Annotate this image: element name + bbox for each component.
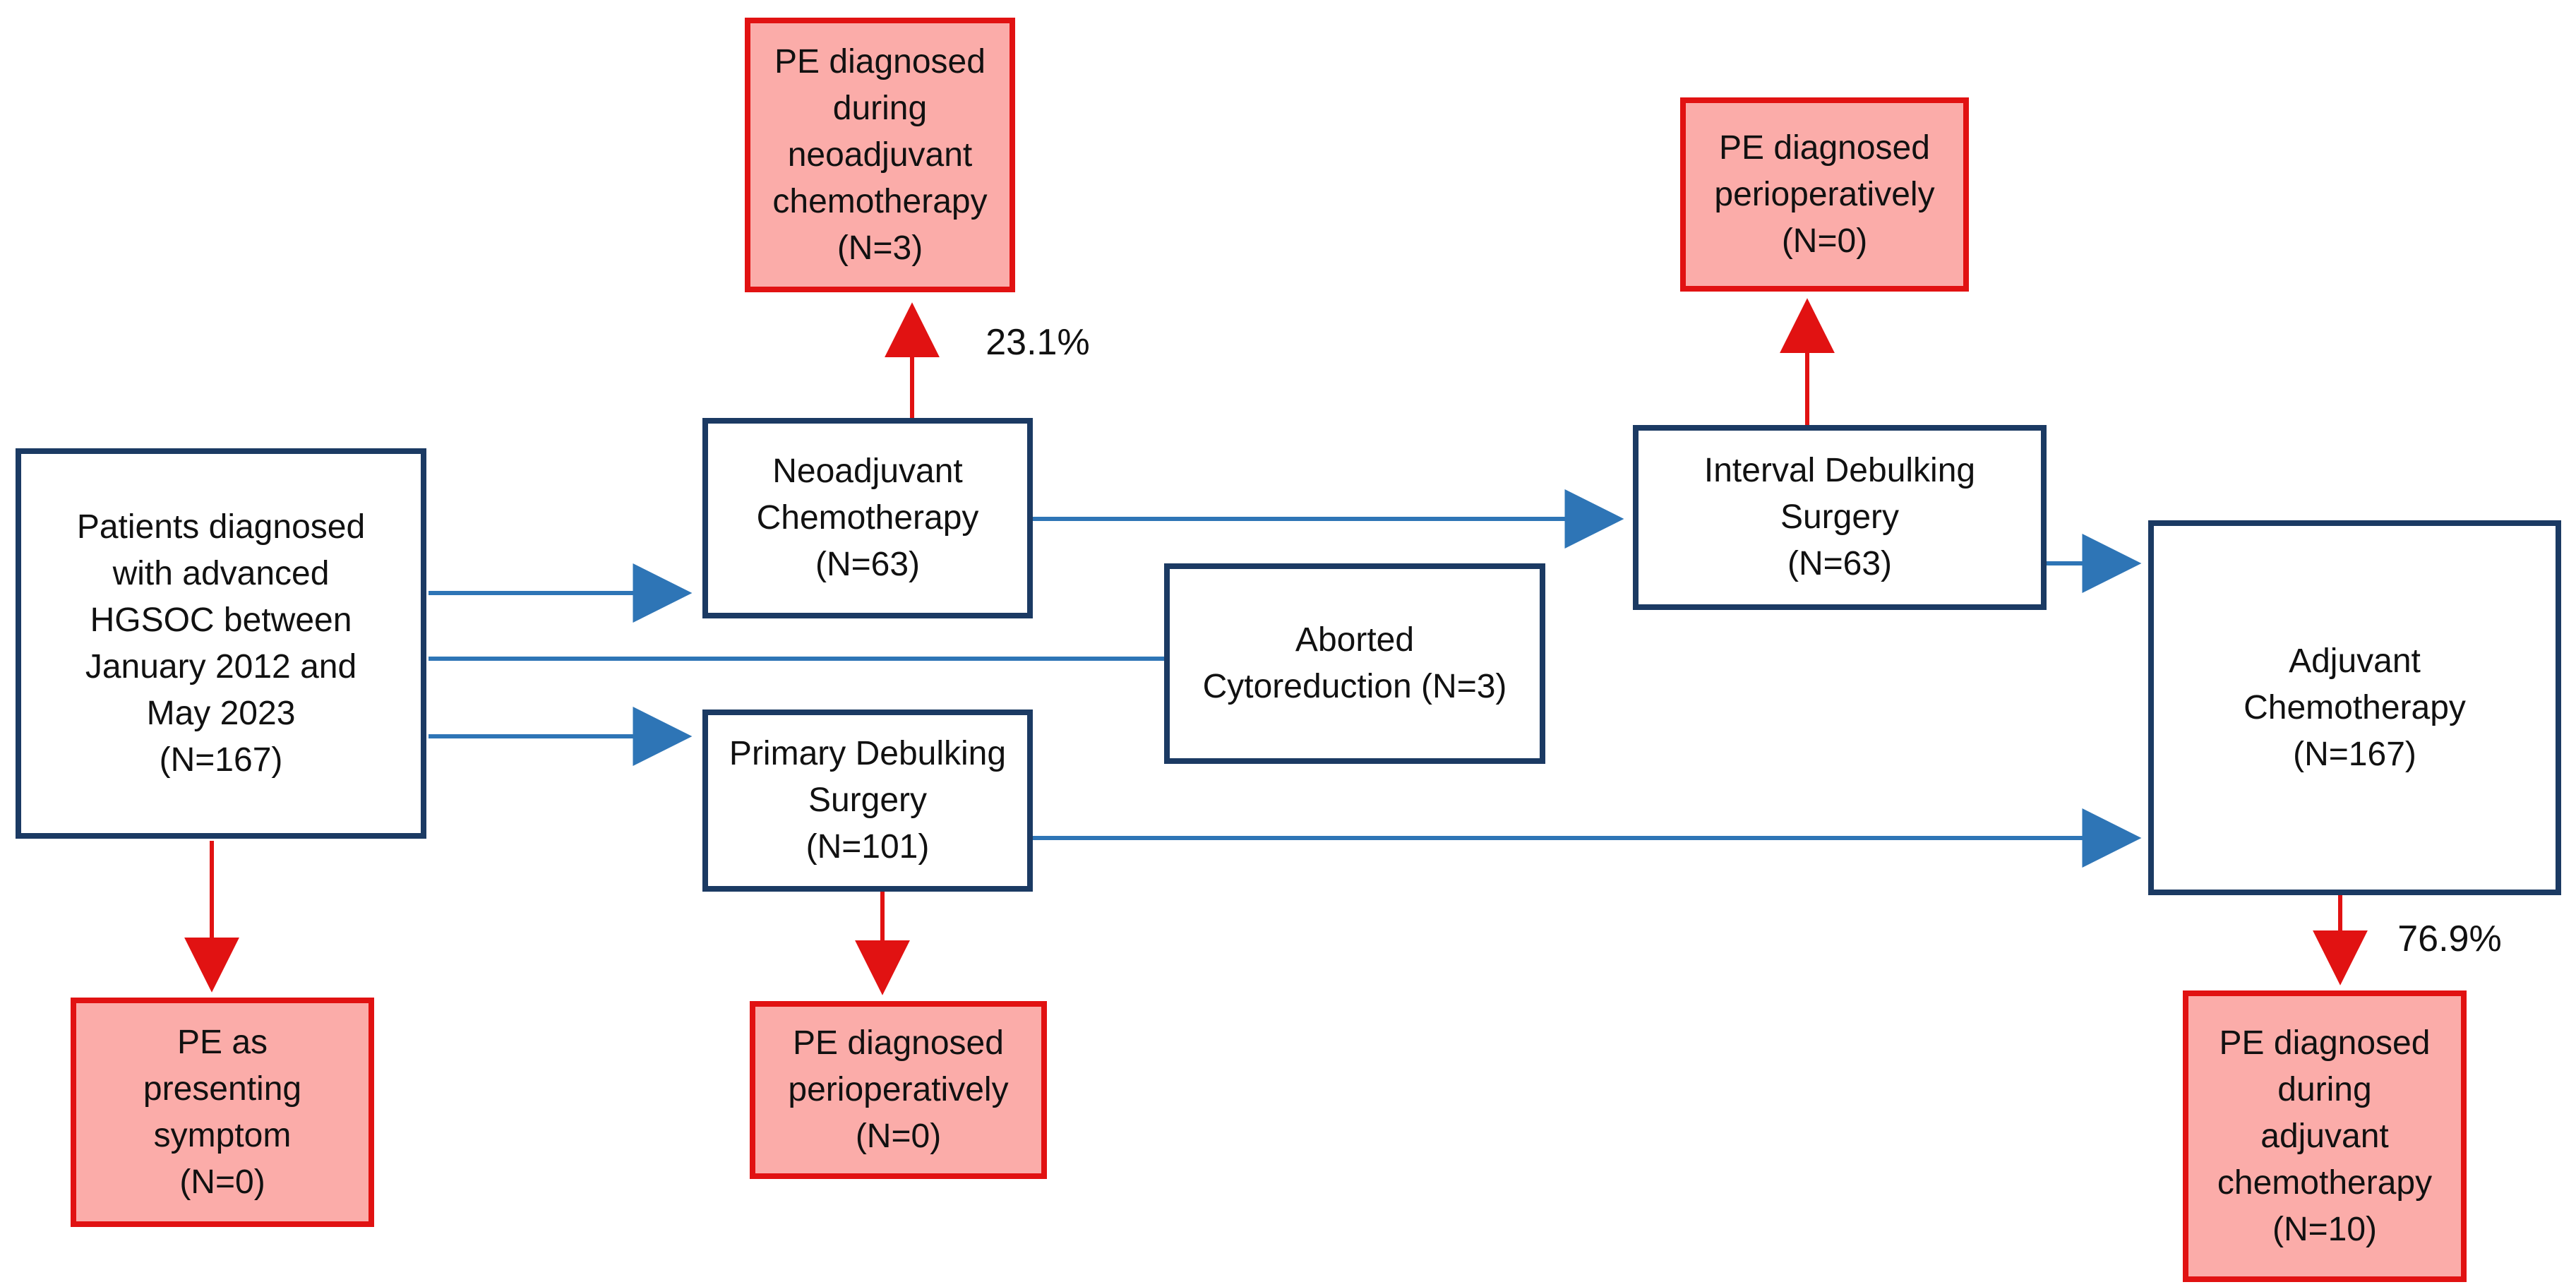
node-adjuvant-chemotherapy: Adjuvant Chemotherapy (N=167) bbox=[2148, 520, 2561, 895]
node-interval-debulking-surgery: Interval Debulking Surgery (N=63) bbox=[1633, 425, 2047, 610]
node-patients-diagnosed: Patients diagnosed with advanced HGSOC b… bbox=[16, 448, 426, 839]
node-pe-perioperatively-ids: PE diagnosed perioperatively (N=0) bbox=[1680, 97, 1969, 292]
node-pe-during-neoadjuvant-chemotherapy: PE diagnosed during neoadjuvant chemothe… bbox=[745, 18, 1015, 292]
neoadjuvant-pe-percentage-label: 23.1% bbox=[986, 322, 1090, 363]
node-aborted-cytoreduction: Aborted Cytoreduction (N=3) bbox=[1164, 563, 1545, 764]
node-pe-perioperatively-pds: PE diagnosed perioperatively (N=0) bbox=[750, 1001, 1047, 1179]
node-neoadjuvant-chemotherapy: Neoadjuvant Chemotherapy (N=63) bbox=[702, 418, 1033, 618]
node-pe-presenting-symptom: PE as presenting symptom (N=0) bbox=[71, 998, 374, 1227]
adjuvant-pe-percentage-label: 76.9% bbox=[2397, 918, 2502, 959]
node-primary-debulking-surgery: Primary Debulking Surgery (N=101) bbox=[702, 710, 1033, 892]
node-pe-during-adjuvant-chemotherapy: PE diagnosed during adjuvant chemotherap… bbox=[2183, 990, 2467, 1282]
